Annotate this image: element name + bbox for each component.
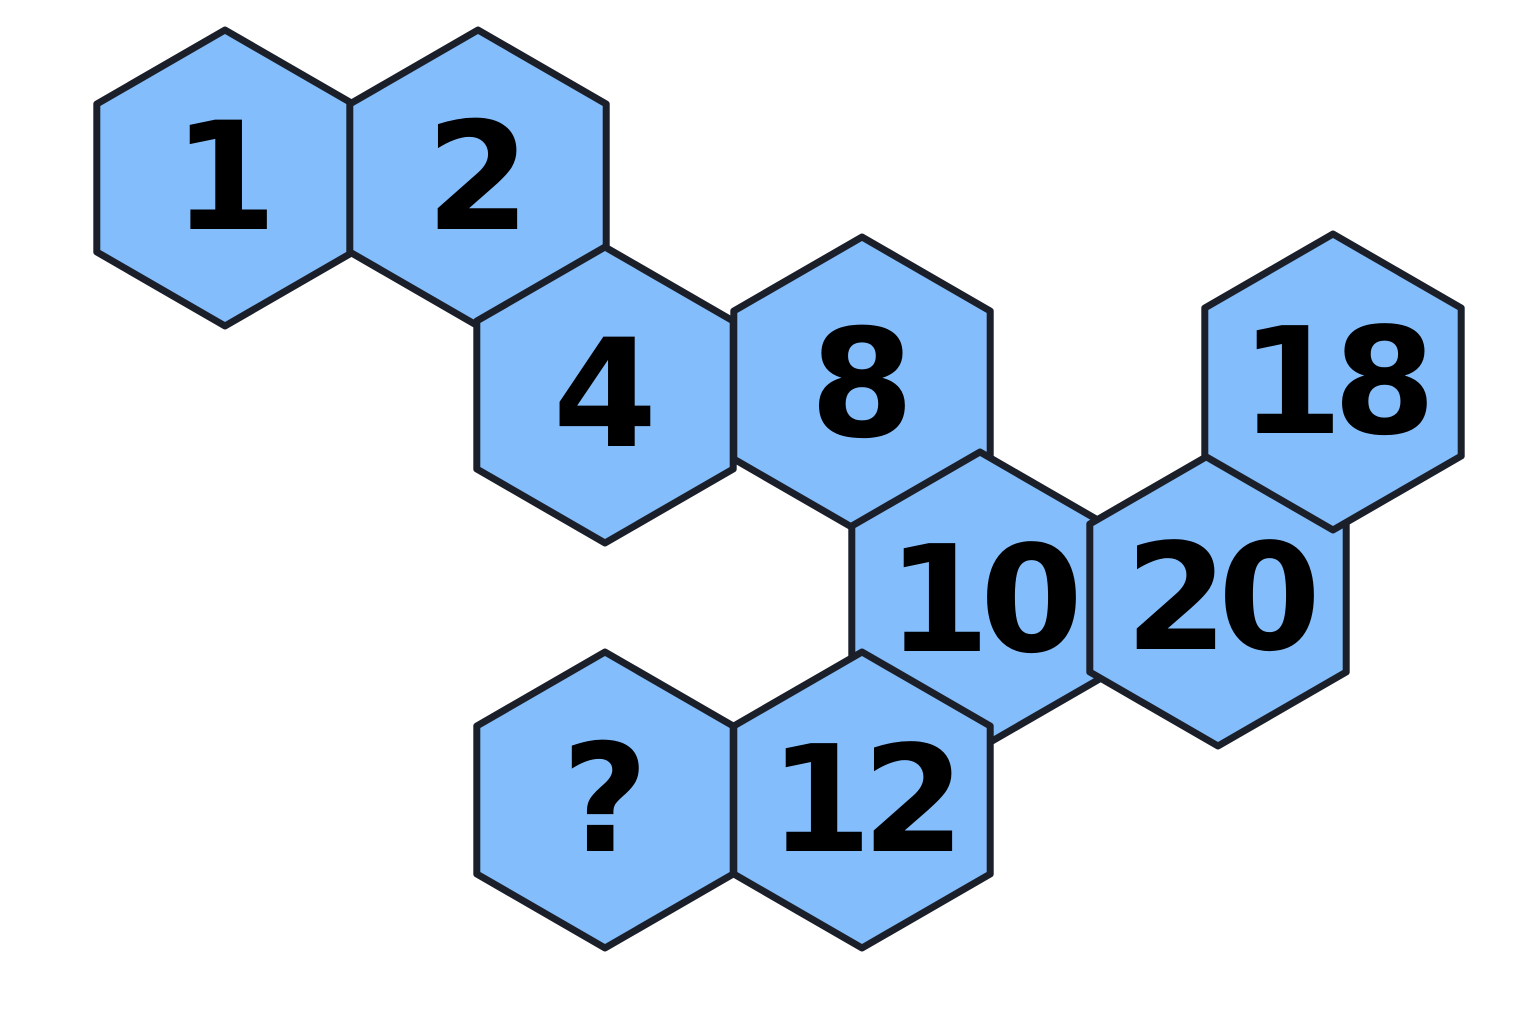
- hexagon-label: 18: [1240, 296, 1427, 468]
- hexagon-label: 1: [173, 91, 277, 265]
- hex-2: 2: [346, 26, 610, 330]
- hexagon-label: ?: [561, 713, 648, 887]
- hex-question: ?: [473, 648, 737, 952]
- hexagon-shape: [473, 648, 737, 952]
- hexagon-label: 10: [887, 514, 1076, 686]
- hexagon-label: 4: [553, 308, 657, 482]
- hexagon-label: 8: [810, 298, 914, 472]
- hex-18: 18: [1201, 230, 1465, 534]
- hex-20: 20: [1086, 446, 1350, 750]
- hexagon-label: 12: [769, 714, 955, 886]
- hex-12: 12: [730, 648, 994, 952]
- hex-1: 1: [93, 26, 357, 330]
- hexagon-shape: [1201, 230, 1465, 534]
- hexagon-label: 2: [426, 91, 530, 265]
- hexagon-label: 20: [1125, 512, 1314, 684]
